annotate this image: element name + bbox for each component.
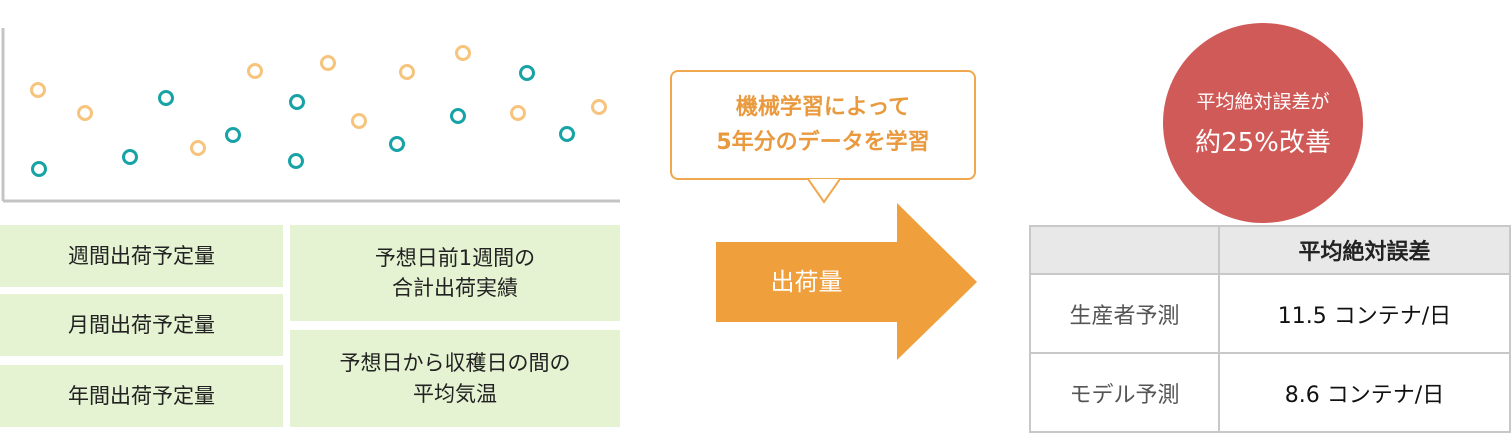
scatter-point-orange [399, 64, 415, 80]
scatter-point-orange [591, 99, 607, 115]
scatter-point-orange [30, 82, 46, 98]
feature-monthly-planned: 月間出荷予定量 [0, 294, 283, 356]
scatter-point-teal [389, 136, 405, 152]
scatter-point-teal [158, 90, 174, 106]
ml-speech-balloon: 機械学習によって 5年分のデータを学習 [670, 70, 976, 180]
output-arrow [716, 203, 977, 360]
scatter-point-teal [225, 127, 241, 143]
scatter-point-orange [190, 140, 206, 156]
badge-line1: 平均絶対誤差が [1196, 91, 1330, 113]
scatter-point-orange [247, 63, 263, 79]
row-value: 8.6 コンテナ/日 [1218, 352, 1511, 433]
row-label: 生産者予測 [1029, 273, 1220, 354]
header-empty [1029, 225, 1220, 275]
scatter-point-orange [77, 105, 93, 121]
balloon-tail [808, 178, 840, 204]
scatter-point-orange [455, 45, 471, 61]
scatter-point-orange [510, 105, 526, 121]
row-value: 11.5 コンテナ/日 [1218, 273, 1511, 354]
scatter-point-teal [31, 161, 47, 177]
table-row: 生産者予測 11.5 コンテナ/日 [1029, 273, 1511, 354]
scatter-point-teal [289, 94, 305, 110]
badge-line2: 約25%改善 [1195, 128, 1331, 158]
header-mae: 平均絶対誤差 [1218, 225, 1511, 275]
scatter-illustration [1, 28, 620, 203]
improvement-badge: 平均絶対誤差が 約25%改善 [1163, 23, 1363, 223]
arrow-label: 出荷量 [770, 268, 843, 296]
table-row: モデル予測 8.6 コンテナ/日 [1029, 352, 1511, 433]
scatter-point-orange [320, 55, 336, 71]
feature-yearly-planned: 年間出荷予定量 [0, 365, 283, 427]
feature-weekly-planned: 週間出荷予定量 [0, 225, 283, 287]
scatter-point-teal [519, 65, 535, 81]
feature-prev-week-actual: 予想日前1週間の 合計出荷実績 [290, 225, 620, 321]
error-table: 平均絶対誤差 生産者予測 11.5 コンテナ/日 モデル予測 8.6 コンテナ/… [1029, 225, 1511, 433]
scatter-point-teal [450, 108, 466, 124]
table-header: 平均絶対誤差 [1029, 225, 1511, 275]
feature-avg-temperature: 予想日から収穫日の間の 平均気温 [290, 330, 620, 427]
scatter-point-teal [122, 149, 138, 165]
scatter-point-teal [288, 153, 304, 169]
row-label: モデル予測 [1029, 352, 1220, 433]
scatter-point-orange [351, 113, 367, 129]
scatter-point-teal [559, 126, 575, 142]
